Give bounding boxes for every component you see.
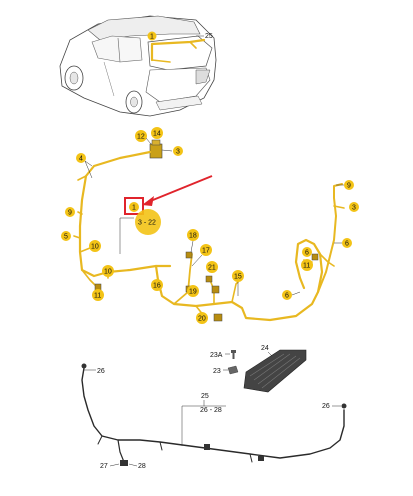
callout-20[interactable]: 20 — [196, 312, 208, 324]
callout-3-right[interactable]: 3 — [349, 202, 359, 212]
svg-text:3: 3 — [176, 149, 180, 156]
svg-text:12: 12 — [137, 134, 145, 141]
svg-text:25: 25 — [205, 33, 213, 40]
svg-text:19: 19 — [189, 289, 197, 296]
svg-text:14: 14 — [153, 131, 161, 138]
callout-17[interactable]: 17 — [191, 244, 212, 267]
svg-text:23: 23 — [213, 368, 221, 375]
callout-19[interactable]: 19 — [187, 285, 199, 297]
svg-text:10: 10 — [91, 244, 99, 251]
svg-text:25: 25 — [201, 393, 209, 400]
lower-cable — [81, 363, 347, 466]
callout-18[interactable]: 18 — [187, 229, 199, 253]
svg-text:10: 10 — [104, 269, 112, 276]
callout-9-left[interactable]: 9 — [65, 207, 75, 217]
callout-24[interactable]: 24 — [261, 345, 273, 357]
callout-4[interactable]: 4 — [76, 153, 93, 179]
callout-10-lower[interactable]: 10 — [102, 265, 114, 277]
svg-text:6: 6 — [285, 293, 289, 300]
svg-text:26 - 28: 26 - 28 — [200, 407, 222, 414]
callout-11-left[interactable]: 11 — [92, 289, 104, 301]
callout-9-right[interactable]: 9 — [336, 180, 354, 190]
svg-text:28: 28 — [138, 463, 146, 470]
svg-text:24: 24 — [261, 345, 269, 352]
callout-1-top[interactable]: 1 — [147, 31, 157, 41]
svg-text:21: 21 — [208, 265, 216, 272]
svg-text:27: 27 — [100, 463, 108, 470]
callout-12[interactable]: 12 — [135, 130, 152, 145]
svg-text:26: 26 — [97, 368, 105, 375]
callout-6-right-c[interactable]: 6 — [282, 290, 301, 300]
svg-text:6: 6 — [305, 250, 309, 257]
highlight-marker — [124, 175, 213, 215]
svg-text:26: 26 — [322, 403, 330, 410]
svg-text:11: 11 — [303, 263, 310, 270]
callout-3-22[interactable]: 3 - 22 — [119, 209, 161, 254]
svg-text:23A: 23A — [210, 352, 223, 359]
svg-text:17: 17 — [202, 248, 210, 255]
callout-11-right[interactable]: 11 — [301, 259, 313, 271]
main-wiring-harness — [73, 139, 345, 322]
callout-14[interactable]: 14 — [151, 127, 163, 139]
callout-25-bottom[interactable]: 25 — [181, 393, 226, 446]
svg-text:16: 16 — [153, 283, 161, 290]
svg-text:9: 9 — [68, 210, 72, 217]
svg-text:9: 9 — [347, 183, 351, 190]
callout-26-28[interactable]: 26 - 28 — [200, 407, 222, 414]
callout-26-right[interactable]: 26 — [322, 403, 341, 410]
callout-6-right-b[interactable]: 6 — [302, 247, 312, 257]
callout-26-left[interactable]: 26 — [84, 368, 105, 375]
svg-text:4: 4 — [79, 156, 83, 163]
svg-text:1: 1 — [150, 34, 154, 41]
callout-1-highlighted[interactable]: 1 — [129, 202, 139, 212]
callout-3-top[interactable]: 3 — [161, 146, 183, 156]
callout-10-upper[interactable]: 10 — [89, 240, 101, 252]
callout-23[interactable]: 23 — [213, 365, 239, 375]
trim-panel — [243, 349, 307, 393]
callout-27[interactable]: 27 — [100, 463, 120, 470]
svg-text:3 - 22: 3 - 22 — [138, 220, 156, 227]
callout-6-right-a[interactable]: 6 — [334, 238, 352, 248]
callout-23a[interactable]: 23A — [210, 350, 236, 359]
svg-text:15: 15 — [234, 274, 242, 281]
callout-28[interactable]: 28 — [128, 463, 146, 470]
callout-25-top[interactable]: 25 — [196, 33, 213, 40]
callout-5[interactable]: 5 — [61, 231, 71, 241]
car-illustration — [59, 15, 217, 117]
callout-16[interactable]: 16 — [151, 279, 163, 291]
svg-text:5: 5 — [64, 234, 68, 241]
svg-text:6: 6 — [345, 241, 349, 248]
svg-text:3: 3 — [352, 205, 356, 212]
svg-text:18: 18 — [189, 233, 197, 240]
svg-text:1: 1 — [132, 205, 136, 212]
callout-21[interactable]: 21 — [206, 261, 218, 273]
svg-text:11: 11 — [94, 293, 101, 300]
svg-text:20: 20 — [198, 316, 206, 323]
callout-15[interactable]: 15 — [232, 270, 244, 296]
